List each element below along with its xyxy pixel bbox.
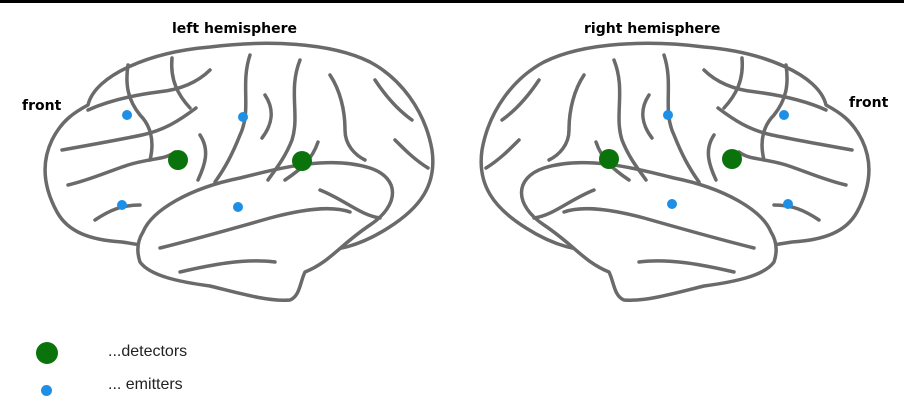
legend-emitter-marker — [41, 385, 52, 396]
left-hemisphere-drawing — [45, 43, 433, 300]
right-emitter-1 — [663, 110, 673, 120]
right-hemisphere-drawing — [481, 43, 869, 300]
right-emitter-4 — [783, 199, 793, 209]
right-emitter-3 — [667, 199, 677, 209]
legend-detectors-label: ...detectors — [108, 343, 187, 361]
right-detector-2 — [722, 149, 742, 169]
left-emitter-4 — [233, 202, 243, 212]
legend-detector-marker — [36, 342, 58, 364]
legend-emitters-label: ... emitters — [108, 376, 183, 394]
left-detector-1 — [168, 150, 188, 170]
left-emitter-3 — [117, 200, 127, 210]
left-emitter-1 — [122, 110, 132, 120]
right-emitter-2 — [779, 110, 789, 120]
left-detector-2 — [292, 151, 312, 171]
right-detector-1 — [599, 149, 619, 169]
left-emitter-2 — [238, 112, 248, 122]
